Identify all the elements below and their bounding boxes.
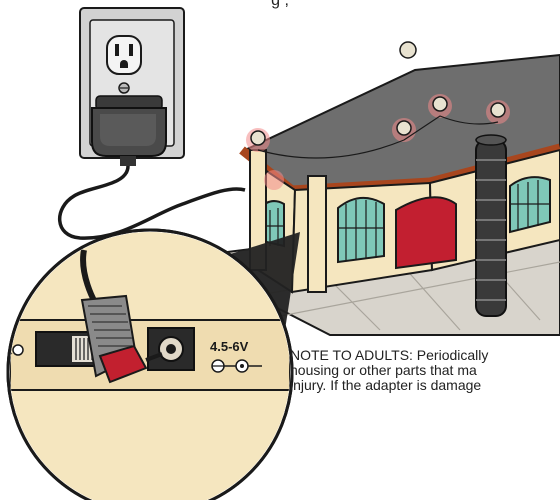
- top-caption: g ,: [271, 0, 289, 9]
- note-line-1: NOTE TO ADULTS: Periodically: [290, 347, 489, 363]
- detail-magnifier: [6, 228, 300, 500]
- building: [239, 41, 560, 317]
- outlet-icon: [106, 35, 142, 75]
- window-right: [509, 176, 551, 234]
- voltage-label: 4.5-6V: [210, 339, 249, 354]
- adapter-icon: [91, 95, 167, 166]
- tire-stack: [475, 134, 507, 317]
- adult-note: NOTE TO ADULTS: Periodically housing or …: [290, 348, 560, 393]
- jack-icon: [147, 327, 195, 371]
- dc-plug: [80, 249, 163, 384]
- note-line-3: injury. If the adapter is damage: [290, 377, 482, 393]
- window-front: [337, 197, 385, 264]
- polarity-icon: [211, 359, 262, 373]
- rooftop-lamps: [246, 41, 510, 190]
- note-line-2: housing or other parts that ma: [290, 362, 477, 378]
